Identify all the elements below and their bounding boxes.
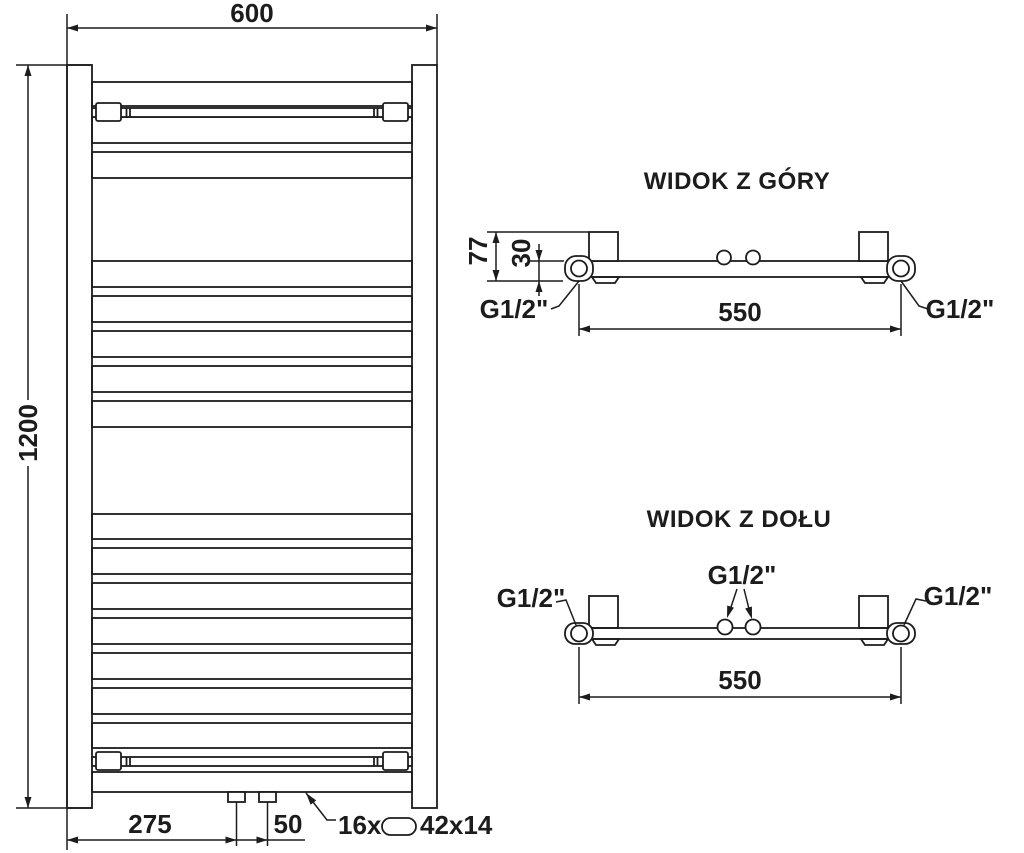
radiator-rung (91, 617, 413, 645)
hanger-bar (91, 107, 413, 118)
bracket-foot (590, 276, 621, 284)
bottom-connection-stub (227, 791, 246, 803)
radiator-rung (91, 116, 413, 144)
rung-count-label: 16x (338, 810, 382, 840)
connection-spacing-label: 50 (274, 809, 303, 839)
front-view (66, 64, 438, 809)
bottom-hanger-bar (91, 751, 413, 771)
dimension-arrow (492, 270, 500, 281)
thread-label-right: G1/2" (926, 294, 995, 324)
leader-line (900, 280, 929, 310)
hanger-bracket (95, 751, 122, 771)
hanger-bracket (95, 102, 122, 122)
bracket-foot (859, 276, 890, 284)
leader-arrow (745, 606, 752, 619)
right-collector-tube (411, 64, 438, 809)
center-connection-port (716, 618, 734, 636)
center-connection-port (744, 618, 762, 636)
center-connection-port (745, 249, 761, 266)
bracket-foot (859, 638, 890, 646)
thread-label-right: G1/2" (924, 581, 993, 611)
radiator-rung (91, 330, 413, 358)
width-dimension-label: 600 (230, 0, 273, 28)
dimension-arrow (579, 693, 590, 701)
thread-label-left: G1/2" (497, 583, 566, 613)
thread-label-center: G1/2" (708, 560, 777, 590)
dimension-arrow (67, 836, 78, 844)
radiator-rung (91, 687, 413, 715)
center-connection-port (716, 249, 732, 266)
top-hanger-bar (91, 102, 413, 122)
radiator-body-top (578, 260, 902, 278)
connection-span-label: 550 (718, 297, 761, 327)
dimension-arrow (535, 250, 543, 261)
radiator-rung (91, 513, 413, 540)
leader-line (550, 280, 580, 310)
radiator-rung (91, 260, 413, 288)
dimension-arrow (890, 325, 901, 333)
bottom-view: WIDOK Z DOŁU G1/2" G1/2" G1/2" 550 (497, 506, 993, 704)
top-view-title: WIDOK Z GÓRY (644, 167, 830, 195)
side-connection-port (570, 259, 588, 278)
dimension-arrow (256, 836, 268, 844)
dimension-arrow (426, 24, 437, 32)
dimension-arrow (535, 281, 543, 292)
wall-bracket (858, 595, 889, 629)
side-connection-port (570, 624, 588, 643)
side-connection-port (892, 259, 910, 278)
radiator-rung (91, 400, 413, 428)
radiator-rung (91, 582, 413, 610)
dimension-arrow (225, 836, 237, 844)
wall-bracket (588, 595, 619, 629)
thread-label-left: G1/2" (480, 294, 549, 324)
leader-arrow (727, 605, 734, 618)
dimension-arrow (67, 24, 78, 32)
radiator-rung (91, 652, 413, 680)
bottom-view-title: WIDOK Z DOŁU (647, 506, 832, 533)
leader-line (903, 598, 927, 626)
radiator-body-bottom (578, 627, 902, 640)
leader-arrow (306, 793, 317, 805)
dimension-arrow (890, 693, 901, 701)
left-collector-tube (66, 64, 93, 809)
hanger-bracket (382, 102, 409, 122)
wall-bracket (858, 231, 889, 262)
connection-span-label: 550 (718, 665, 761, 695)
dimension-arrow (579, 325, 590, 333)
rung-group (91, 81, 413, 793)
hanger-bracket (382, 751, 409, 771)
radiator-rung (91, 722, 413, 749)
radiator-rung (91, 81, 413, 107)
leader-line (555, 599, 577, 626)
dimension-arrow (24, 65, 32, 76)
side-connection-port (892, 624, 910, 643)
radiator-rung (91, 151, 413, 179)
dimension-arrow (492, 232, 500, 243)
radiator-rung (91, 547, 413, 575)
wall-bracket (588, 231, 619, 262)
front-view-dimensions: 600 1200 275 50 16x 42x14 (13, 0, 493, 850)
depth-dimension-label: 77 (463, 237, 493, 266)
bracket-foot (590, 638, 621, 646)
rung-profile-label: 42x14 (420, 810, 493, 840)
top-view: WIDOK Z GÓRY 77 30 550 G (463, 167, 994, 336)
bottom-connection-stub (258, 791, 277, 803)
height-dimension-label: 1200 (13, 404, 43, 462)
radiator-rung (91, 295, 413, 323)
flat-tube-profile-icon (381, 817, 417, 836)
hanger-bar (91, 756, 413, 767)
bottom-offset-label: 275 (128, 809, 171, 839)
dimension-arrow (24, 797, 32, 808)
radiator-rung (91, 771, 413, 793)
axis-depth-label: 30 (506, 239, 536, 268)
radiator-rung (91, 365, 413, 393)
